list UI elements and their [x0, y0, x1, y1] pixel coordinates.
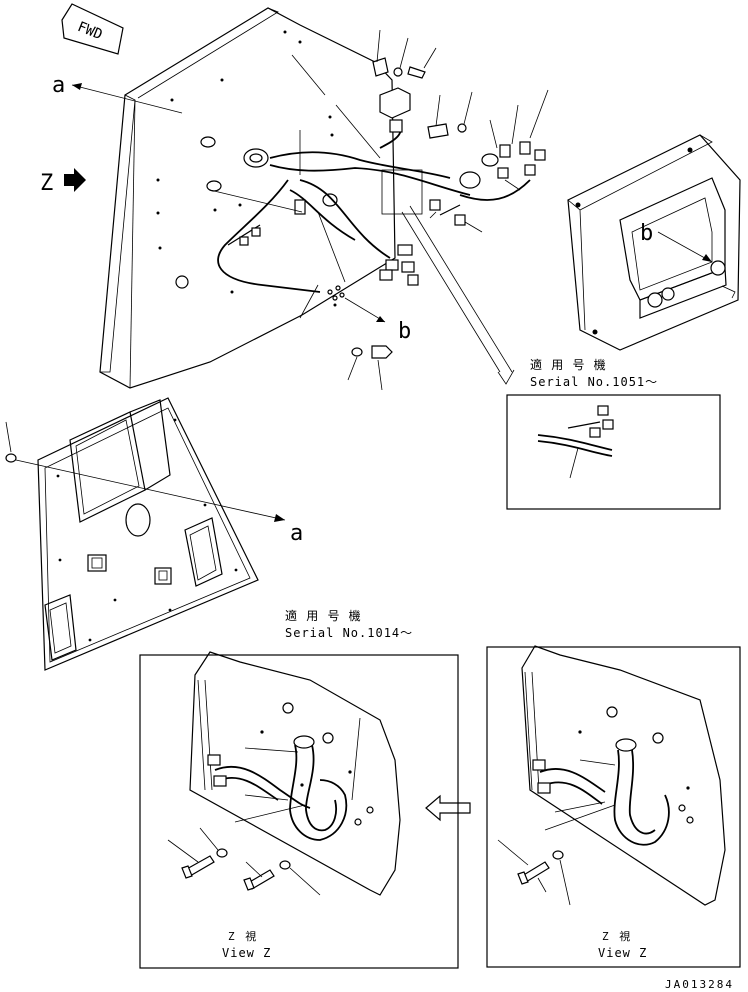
serial-1014-number: Serial No.1014～ — [285, 626, 413, 640]
ref-b-main: b — [398, 319, 411, 344]
detail-1051-box — [506, 394, 721, 510]
view-z-left-box — [139, 651, 459, 969]
main-panel — [99, 7, 396, 389]
view-z-label: Z — [40, 171, 53, 196]
ref-a-bottom: a — [290, 521, 303, 546]
cover-panel — [5, 397, 286, 671]
drawing-code: JA013284 — [665, 978, 734, 991]
view-z-right-box — [486, 645, 741, 968]
view-z-arrow-icon: Z — [40, 168, 86, 196]
view-right-en: View Z — [598, 946, 647, 960]
fwd-arrow-icon: FWD — [61, 3, 124, 55]
wiring-harness — [217, 57, 546, 359]
view-right-jp: Z 視 — [602, 929, 632, 943]
meter-box — [567, 134, 741, 351]
serial-1014-title: 適 用 号 機 — [285, 608, 362, 623]
ref-b-box: b — [640, 221, 653, 246]
serial-1051-title: 適 用 号 機 — [530, 357, 607, 372]
leader-lines — [209, 29, 549, 391]
ref-a-top: a — [52, 73, 65, 98]
serial-1051-number: Serial No.1051～ — [530, 375, 658, 389]
fwd-label: FWD — [75, 19, 104, 43]
view-left-en: View Z — [222, 946, 271, 960]
view-left-jp: Z 視 — [228, 929, 258, 943]
left-arrow-icon — [425, 794, 471, 822]
